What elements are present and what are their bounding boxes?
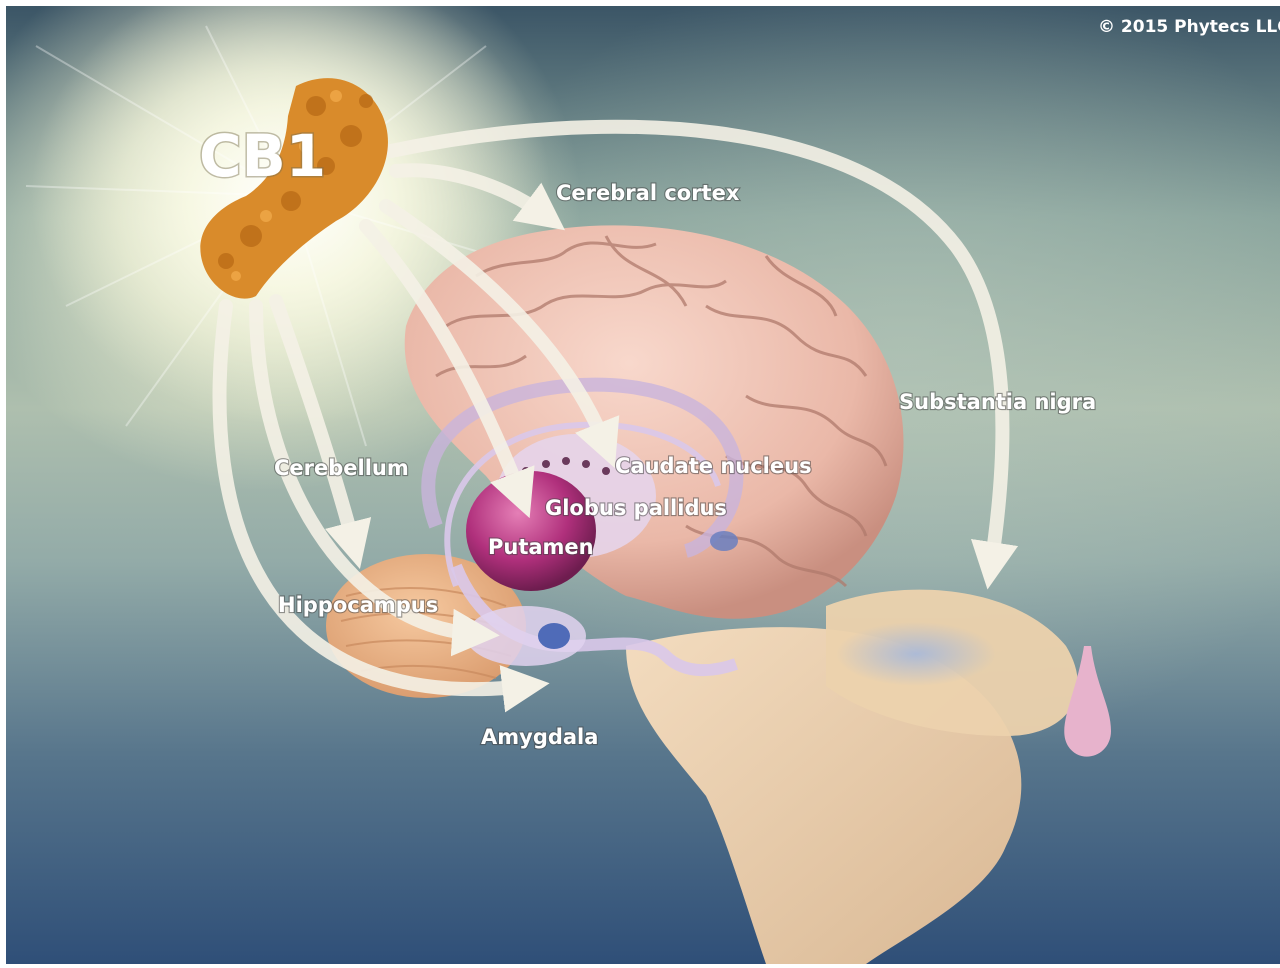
label-substantia-nigra: Substantia nigra <box>899 390 1096 414</box>
label-hippocampus: Hippocampus <box>278 593 438 617</box>
label-amygdala: Amygdala <box>481 725 598 749</box>
diagram-frame: © 2015 Phytecs LLC CB1 Cerebral cortex S… <box>6 6 1280 964</box>
label-cerebral-cortex: Cerebral cortex <box>556 181 740 205</box>
label-caudate-nucleus: Caudate nucleus <box>615 454 812 478</box>
putamen <box>466 471 596 591</box>
label-putamen: Putamen <box>488 535 594 559</box>
cb1-label: CB1 <box>199 122 326 190</box>
label-globus-pallidus: Globus pallidus <box>545 496 727 520</box>
copyright-notice: © 2015 Phytecs LLC <box>1098 17 1280 37</box>
nucleus-dot <box>710 531 738 551</box>
substantia-nigra <box>836 622 996 686</box>
amygdala <box>538 623 570 649</box>
brain-diagram: © 2015 Phytecs LLC CB1 Cerebral cortex S… <box>6 6 1280 964</box>
label-cerebellum: Cerebellum <box>274 456 409 480</box>
